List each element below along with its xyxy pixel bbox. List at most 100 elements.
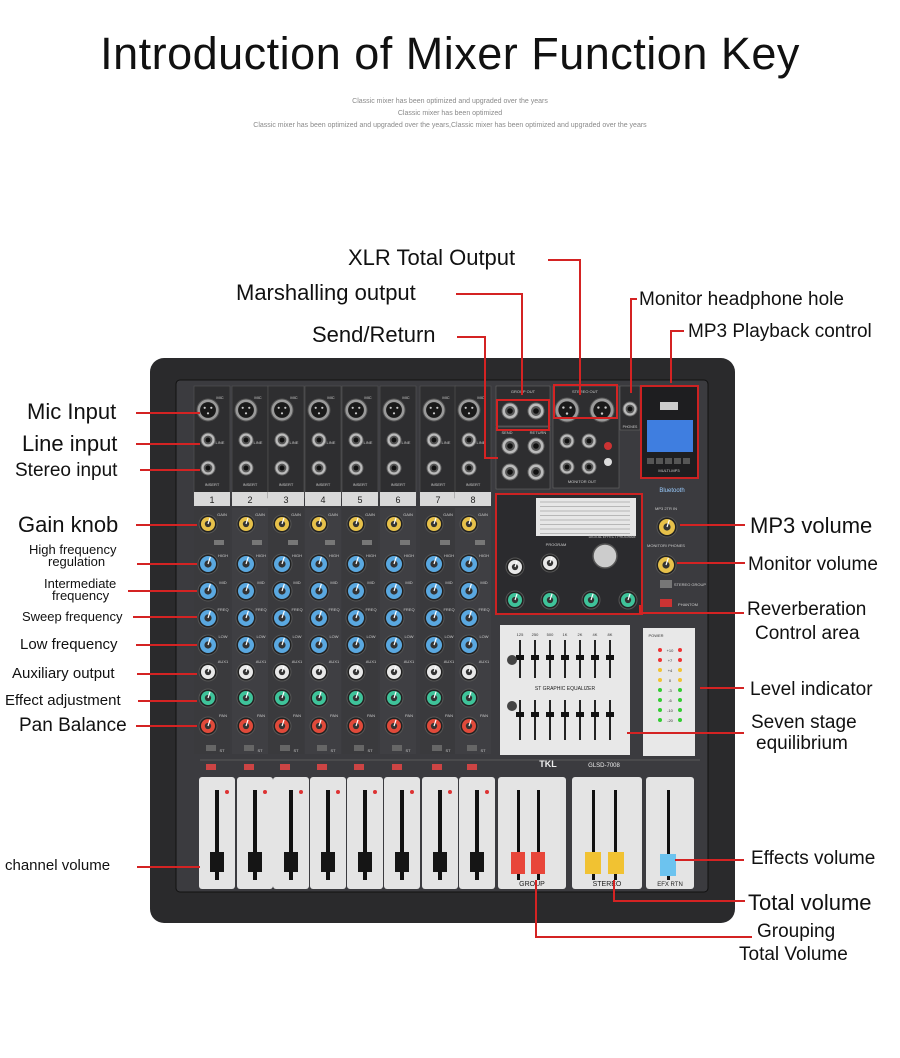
mp3-button [656,458,663,464]
effect-list [536,498,636,536]
send-label: SEND [501,430,512,435]
pan-label: PAN [219,713,227,718]
channel-number: 6 [395,495,400,505]
eq-r-badge [507,701,517,711]
headphone-line [630,298,637,393]
mic-input-xlr-pin [392,412,396,415]
line-label: LINE [254,440,263,445]
mic-label: MIC [327,395,334,400]
aux-label: AUX1 [329,659,340,664]
eq-knob-pointer [393,556,397,565]
mp3-button [674,458,681,464]
effect-knob-pointer [318,691,322,699]
eq-knob-top [561,655,569,660]
mic-input-xlr-face [386,402,402,418]
mic-input-xlr-pin [467,412,471,415]
label-xlr-total-output: XLR Total Output [348,245,516,270]
eq-label: FREQ [403,607,414,612]
st-label: ST [445,748,451,753]
insert-label: INSERT [391,482,406,487]
gain-label: GAIN [403,512,413,517]
aux-label: AUX1 [444,659,455,664]
power-label: POWER [648,633,663,638]
label-control-area: Control area [755,623,860,644]
level-meter [643,628,695,756]
mp3-display [647,420,693,452]
aux-label: AUX1 [218,659,229,664]
eq-knob-pointer [355,583,359,592]
eq-label: LOW [479,634,488,639]
st-label: ST [480,748,486,753]
xlr-output-line [548,259,581,395]
graphic-eq-label: ST GRAPHIC EQUALIZER [535,686,596,692]
aux-label: AUX1 [256,659,267,664]
level-mark: -3 [668,688,672,693]
mic-input-xlr-pin [471,406,474,409]
mic-label: MIC [216,395,223,400]
low-cut-switch [475,540,485,545]
eq-knob-pointer [468,556,472,565]
monitor-out-label: MONITOR OUT [568,479,597,484]
low-cut-switch [440,540,450,545]
channel-strip [305,508,341,754]
group-fader-cap [531,852,545,874]
eq-label: HIGH [256,553,266,558]
eq-knob-pointer [433,637,437,646]
st-label: ST [257,748,263,753]
pan-knob-pointer [318,719,322,727]
reverb-line [639,605,744,614]
gain-knob-pointer [318,517,322,525]
eq-label: LOW [256,634,265,639]
eq-label: HIGH [404,553,414,558]
level-led [678,708,682,712]
fader-slot [363,790,367,880]
level-led [678,658,682,662]
rca-white [604,458,612,466]
insert-jack-hole [466,465,472,471]
eq-knob-pointer [393,583,397,592]
level-mark: +10 [667,648,675,653]
aux1-knob-pointer [245,665,249,673]
gain-knob-pointer [245,517,249,525]
label-pan-balance: Pan Balance [19,715,127,736]
effect-knob-pointer [590,593,594,601]
mic-input-xlr-pin [280,412,284,415]
mic-input-xlr-pin [321,406,324,409]
channel-fader-cap [321,852,335,872]
level-mark: 0 [669,678,672,683]
peak-led [467,764,477,770]
level-mark: -20 [667,718,674,723]
stereo-out-xlr-face [558,401,576,419]
program-knob [592,543,618,569]
st-label: ST [405,748,411,753]
level-led [678,668,682,672]
stereo-out-xlr-pin [600,412,604,415]
st-switch [244,745,254,751]
eq-label: FREQ [478,607,489,612]
eq-label: LOW [329,634,338,639]
insert-jack-hole [431,465,437,471]
channel-strip [380,508,416,754]
channel-number-box [194,492,230,506]
group-out-jack-hole [507,408,513,414]
mic-input-xlr-face [238,402,254,418]
digital-effect-label: DIGITAL EFFECT PROGRAM [589,535,636,539]
mic-input-xlr-pin [358,406,361,409]
aux1-knob-pointer [318,665,322,673]
insert-jack-hole [353,465,359,471]
stereo-slot [614,790,617,880]
channel-fader-cap [358,852,372,872]
level-led [658,698,662,702]
mic-input-xlr-pin [244,412,248,415]
low-cut-switch [400,540,410,545]
stereo-out-xlr-pin [597,406,600,409]
efx-label: EFX RTN [657,882,683,888]
bluetooth-label: Bluetooth [659,488,684,494]
fader-slot [400,790,404,880]
channel-number: 7 [435,495,440,505]
eq-knob-bottom [606,712,614,717]
mic-label: MIC [290,395,297,400]
grouping-line [535,880,752,938]
efx-slot [667,790,670,880]
level-mark: -10 [667,708,674,713]
